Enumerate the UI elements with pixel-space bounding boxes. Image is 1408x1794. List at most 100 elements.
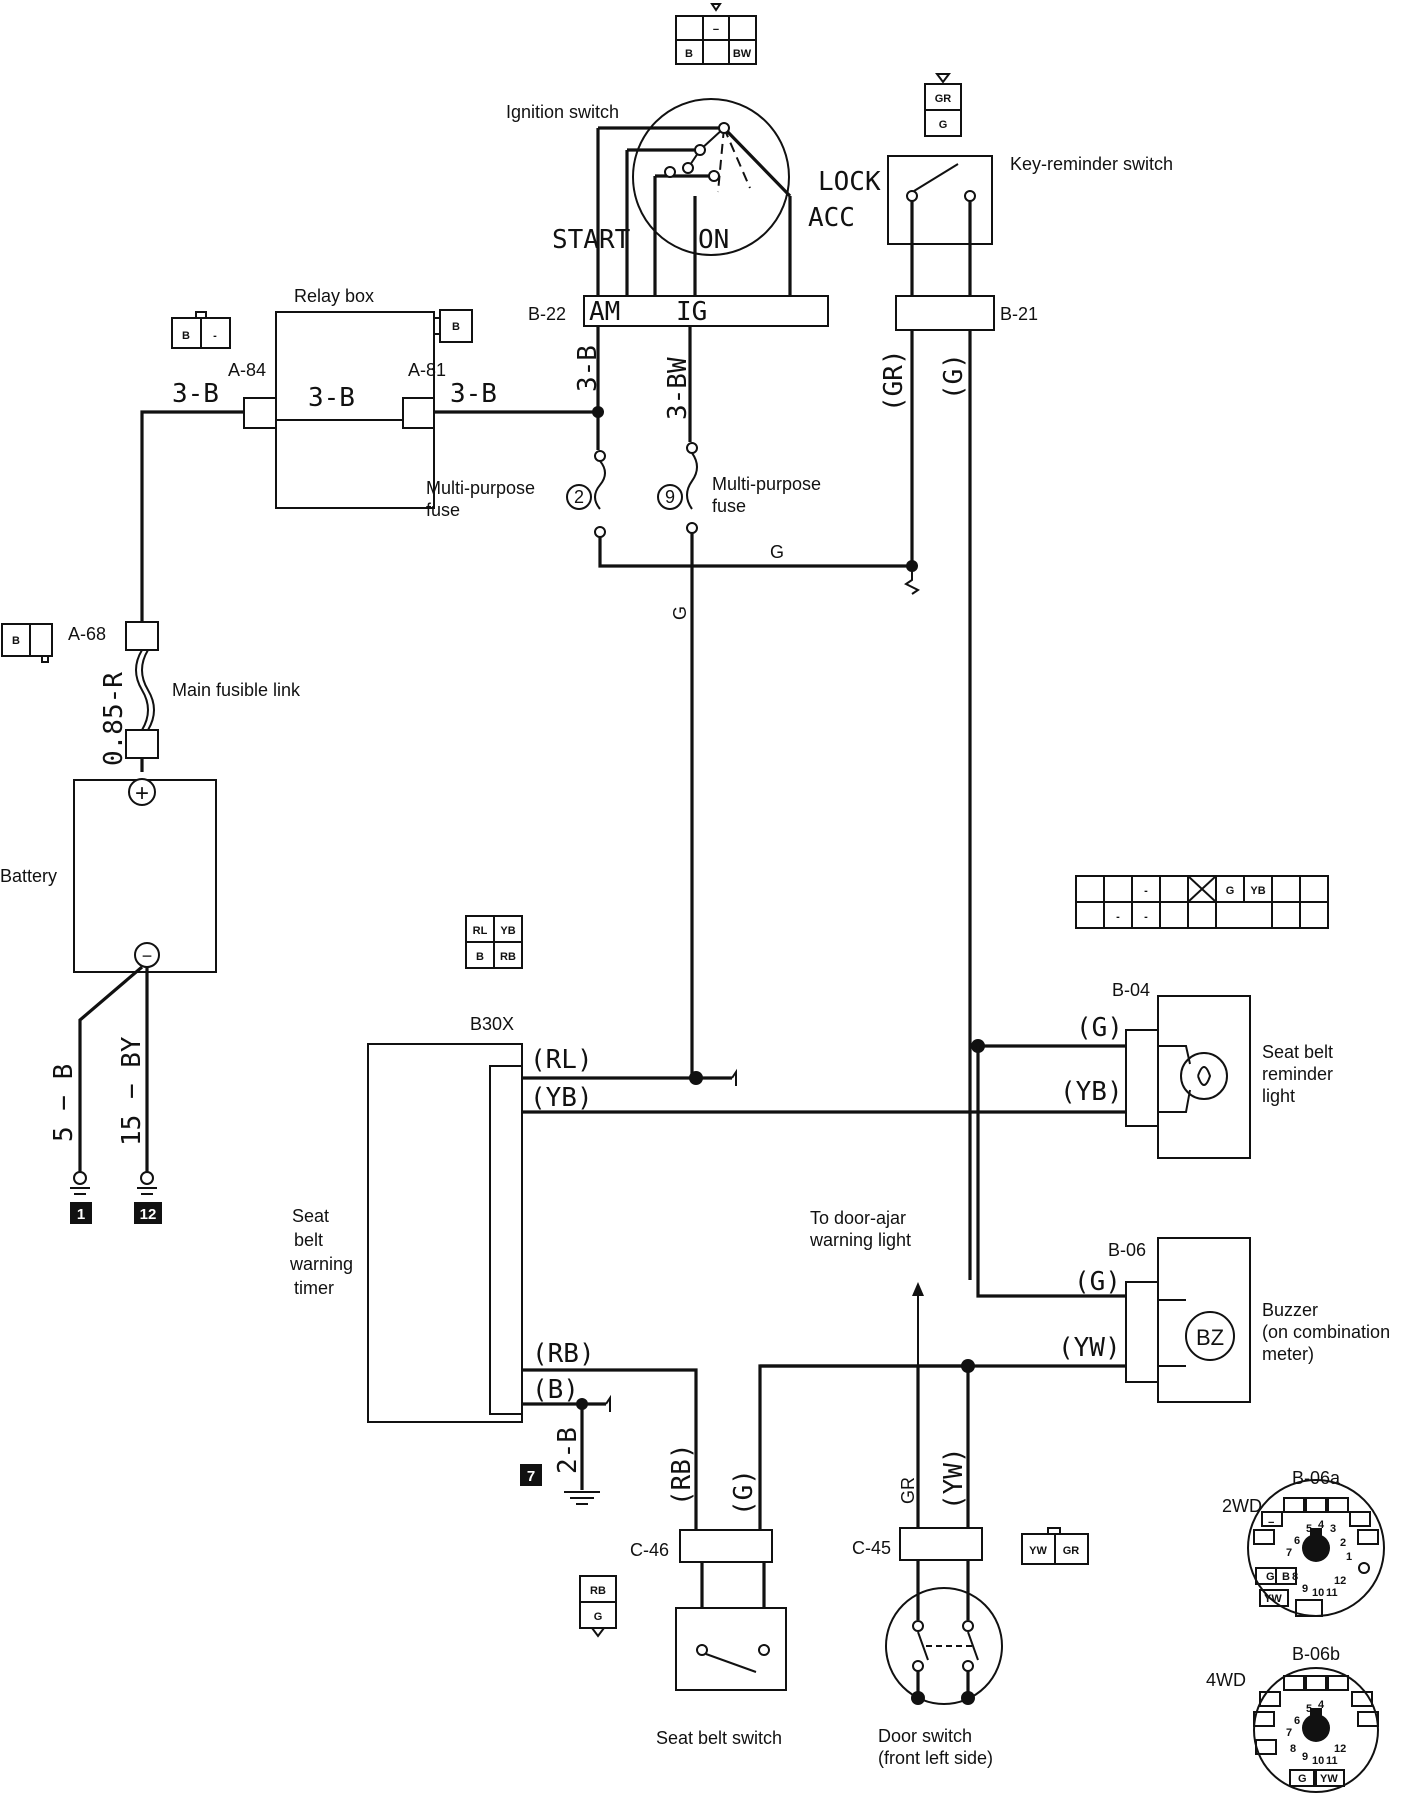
door-switch-label: Door switch: [878, 1726, 972, 1746]
variant-2wd-label: 2WD: [1222, 1496, 1262, 1516]
pin-label: -: [1144, 885, 1148, 897]
c45-connector-face: YW GR: [1021, 1527, 1089, 1565]
pin-label: RB: [590, 1585, 606, 1597]
fuse-number: 2: [574, 487, 584, 507]
door-ajar-label: To door-ajar: [810, 1208, 906, 1228]
seat-belt-reminder-light: - G YB - - B-04 (G) (YB) Seat belt remin…: [970, 875, 1333, 1159]
door-switch: To door-ajar warning light GR (YW) C-45 …: [809, 1208, 1089, 1768]
timer-label: Seat: [292, 1206, 329, 1226]
buzzer: B-06 BZ (G) (YW) Buzzer (on combination …: [760, 1046, 1390, 1403]
fuse-label: Multi-purpose: [426, 478, 535, 498]
pin-label: −: [713, 24, 719, 36]
battery-section: B A-68 Main fusible link 0.85-R + − Batt…: [0, 621, 301, 1224]
pin-label: YW: [1320, 1773, 1338, 1785]
key-reminder-switch-label: Key-reminder switch: [1010, 154, 1173, 174]
pin-label: -: [213, 330, 217, 342]
pin-label: B: [452, 321, 460, 333]
wire-label: 3-BW: [663, 357, 693, 420]
connector-b30x-label: B30X: [470, 1014, 514, 1034]
pin-label: 3: [1330, 1523, 1336, 1535]
pin-label: 2: [1340, 1537, 1346, 1549]
pin-label: 4: [1318, 1519, 1325, 1531]
ground-number: 12: [140, 1206, 157, 1223]
wire-label: (RB): [532, 1339, 595, 1369]
wire-label: (G): [1074, 1267, 1121, 1297]
wire-label: GR: [898, 1477, 918, 1504]
pin-label: 1: [1346, 1551, 1352, 1563]
pin-label: G: [1298, 1773, 1307, 1785]
pin-label: YW: [1264, 1593, 1282, 1605]
pin-label: GR: [935, 93, 952, 105]
fuse-number: 9: [665, 487, 675, 507]
fuse-label: fuse: [712, 496, 746, 516]
pin-label: G: [939, 119, 948, 131]
connector-a68-label: A-68: [68, 624, 106, 644]
b06a-connector-face: B-06a 2WD 5 4 3 6 2 7 1 8 9 10 11 12 G B…: [1222, 1468, 1385, 1617]
seat-belt-switch-label: Seat belt switch: [656, 1728, 782, 1748]
wire-label: 5 − B: [49, 1064, 79, 1142]
pin-label: B: [182, 330, 190, 342]
connector-b21-label: B-21: [1000, 304, 1038, 324]
wire-label: (G): [729, 1469, 759, 1516]
wire-label: (B): [532, 1375, 579, 1405]
battery-label: Battery: [0, 866, 57, 886]
on-label: ON: [698, 225, 729, 255]
ground-1: 1: [70, 1171, 92, 1224]
pin-label: 7: [1286, 1547, 1292, 1559]
pin-label: -: [1116, 911, 1120, 923]
key-reminder-connector-face: GR G: [924, 73, 962, 137]
lock-label: LOCK: [818, 167, 881, 197]
ground-number: 7: [527, 1468, 535, 1485]
wire-label: 3-B: [573, 345, 603, 392]
ground-7: 7: [520, 1464, 600, 1505]
wire-label: 3-B: [172, 379, 219, 409]
pin-label: B: [685, 48, 693, 60]
connector-c46-label: C-46: [630, 1540, 669, 1560]
pin-label: 5: [1306, 1523, 1312, 1535]
pin-label: 6: [1294, 1535, 1300, 1547]
door-switch-label: (front left side): [878, 1748, 993, 1768]
pin-label: RB: [500, 951, 516, 963]
pin-label: 11: [1326, 1755, 1338, 1767]
pin-label: 9: [1302, 1583, 1308, 1595]
connector-b22-label: B-22: [528, 304, 566, 324]
pin-label: 7: [1286, 1727, 1292, 1739]
wire-label: (YB): [530, 1083, 593, 1113]
ignition-connector-face: − B BW: [675, 3, 757, 65]
wire-label: (GR): [879, 349, 909, 412]
pin-label: B: [12, 635, 20, 647]
wire-label: (RL): [530, 1045, 593, 1075]
reminder-light-label: light: [1262, 1086, 1295, 1106]
pin-label: B: [476, 951, 484, 963]
b06b-connector-face: B-06b 4WD 5 4 6 7 8 9 10 11 12 G YW: [1206, 1644, 1379, 1793]
wire-label: 3-B: [450, 379, 497, 409]
pin-label: 5: [1306, 1703, 1312, 1715]
pin-label: YB: [1250, 885, 1265, 897]
wire-label: (RB): [667, 1443, 697, 1506]
pin-label: RL: [473, 925, 488, 937]
pin-label: GR: [1063, 1545, 1080, 1557]
wire-label: G: [670, 606, 690, 620]
pin-label: 6: [1294, 1715, 1300, 1727]
connector-b06-label: B-06: [1108, 1240, 1146, 1260]
pin-label: 12: [1334, 1575, 1346, 1587]
b30x-connector-face: RL YB B RB: [465, 915, 523, 969]
pin-label: 12: [1334, 1743, 1346, 1755]
connector-a84-label: A-84: [228, 360, 266, 380]
wire-label: 3-B: [308, 383, 355, 413]
wire-label: 0.85-R: [99, 672, 129, 766]
reminder-light-label: reminder: [1262, 1064, 1333, 1084]
a84-connector-face: B -: [171, 311, 231, 349]
seat-belt-warning-timer: RL YB B RB B30X Seat belt warning timer …: [289, 915, 1126, 1540]
seat-belt-switch: (RB) (G) C-46 RB G Seat belt switch: [579, 1364, 968, 1748]
pin-label: 10: [1312, 1755, 1324, 1767]
pin-label: 8: [1290, 1743, 1296, 1755]
reminder-light-label: Seat belt: [1262, 1042, 1333, 1062]
pin-label: 8: [1292, 1571, 1298, 1583]
a68-connector-face: B: [1, 623, 53, 663]
timer-label: timer: [294, 1278, 334, 1298]
buzzer-label: Buzzer: [1262, 1300, 1318, 1320]
pin-label: YW: [1029, 1545, 1047, 1557]
wire-label: (G): [939, 353, 969, 400]
